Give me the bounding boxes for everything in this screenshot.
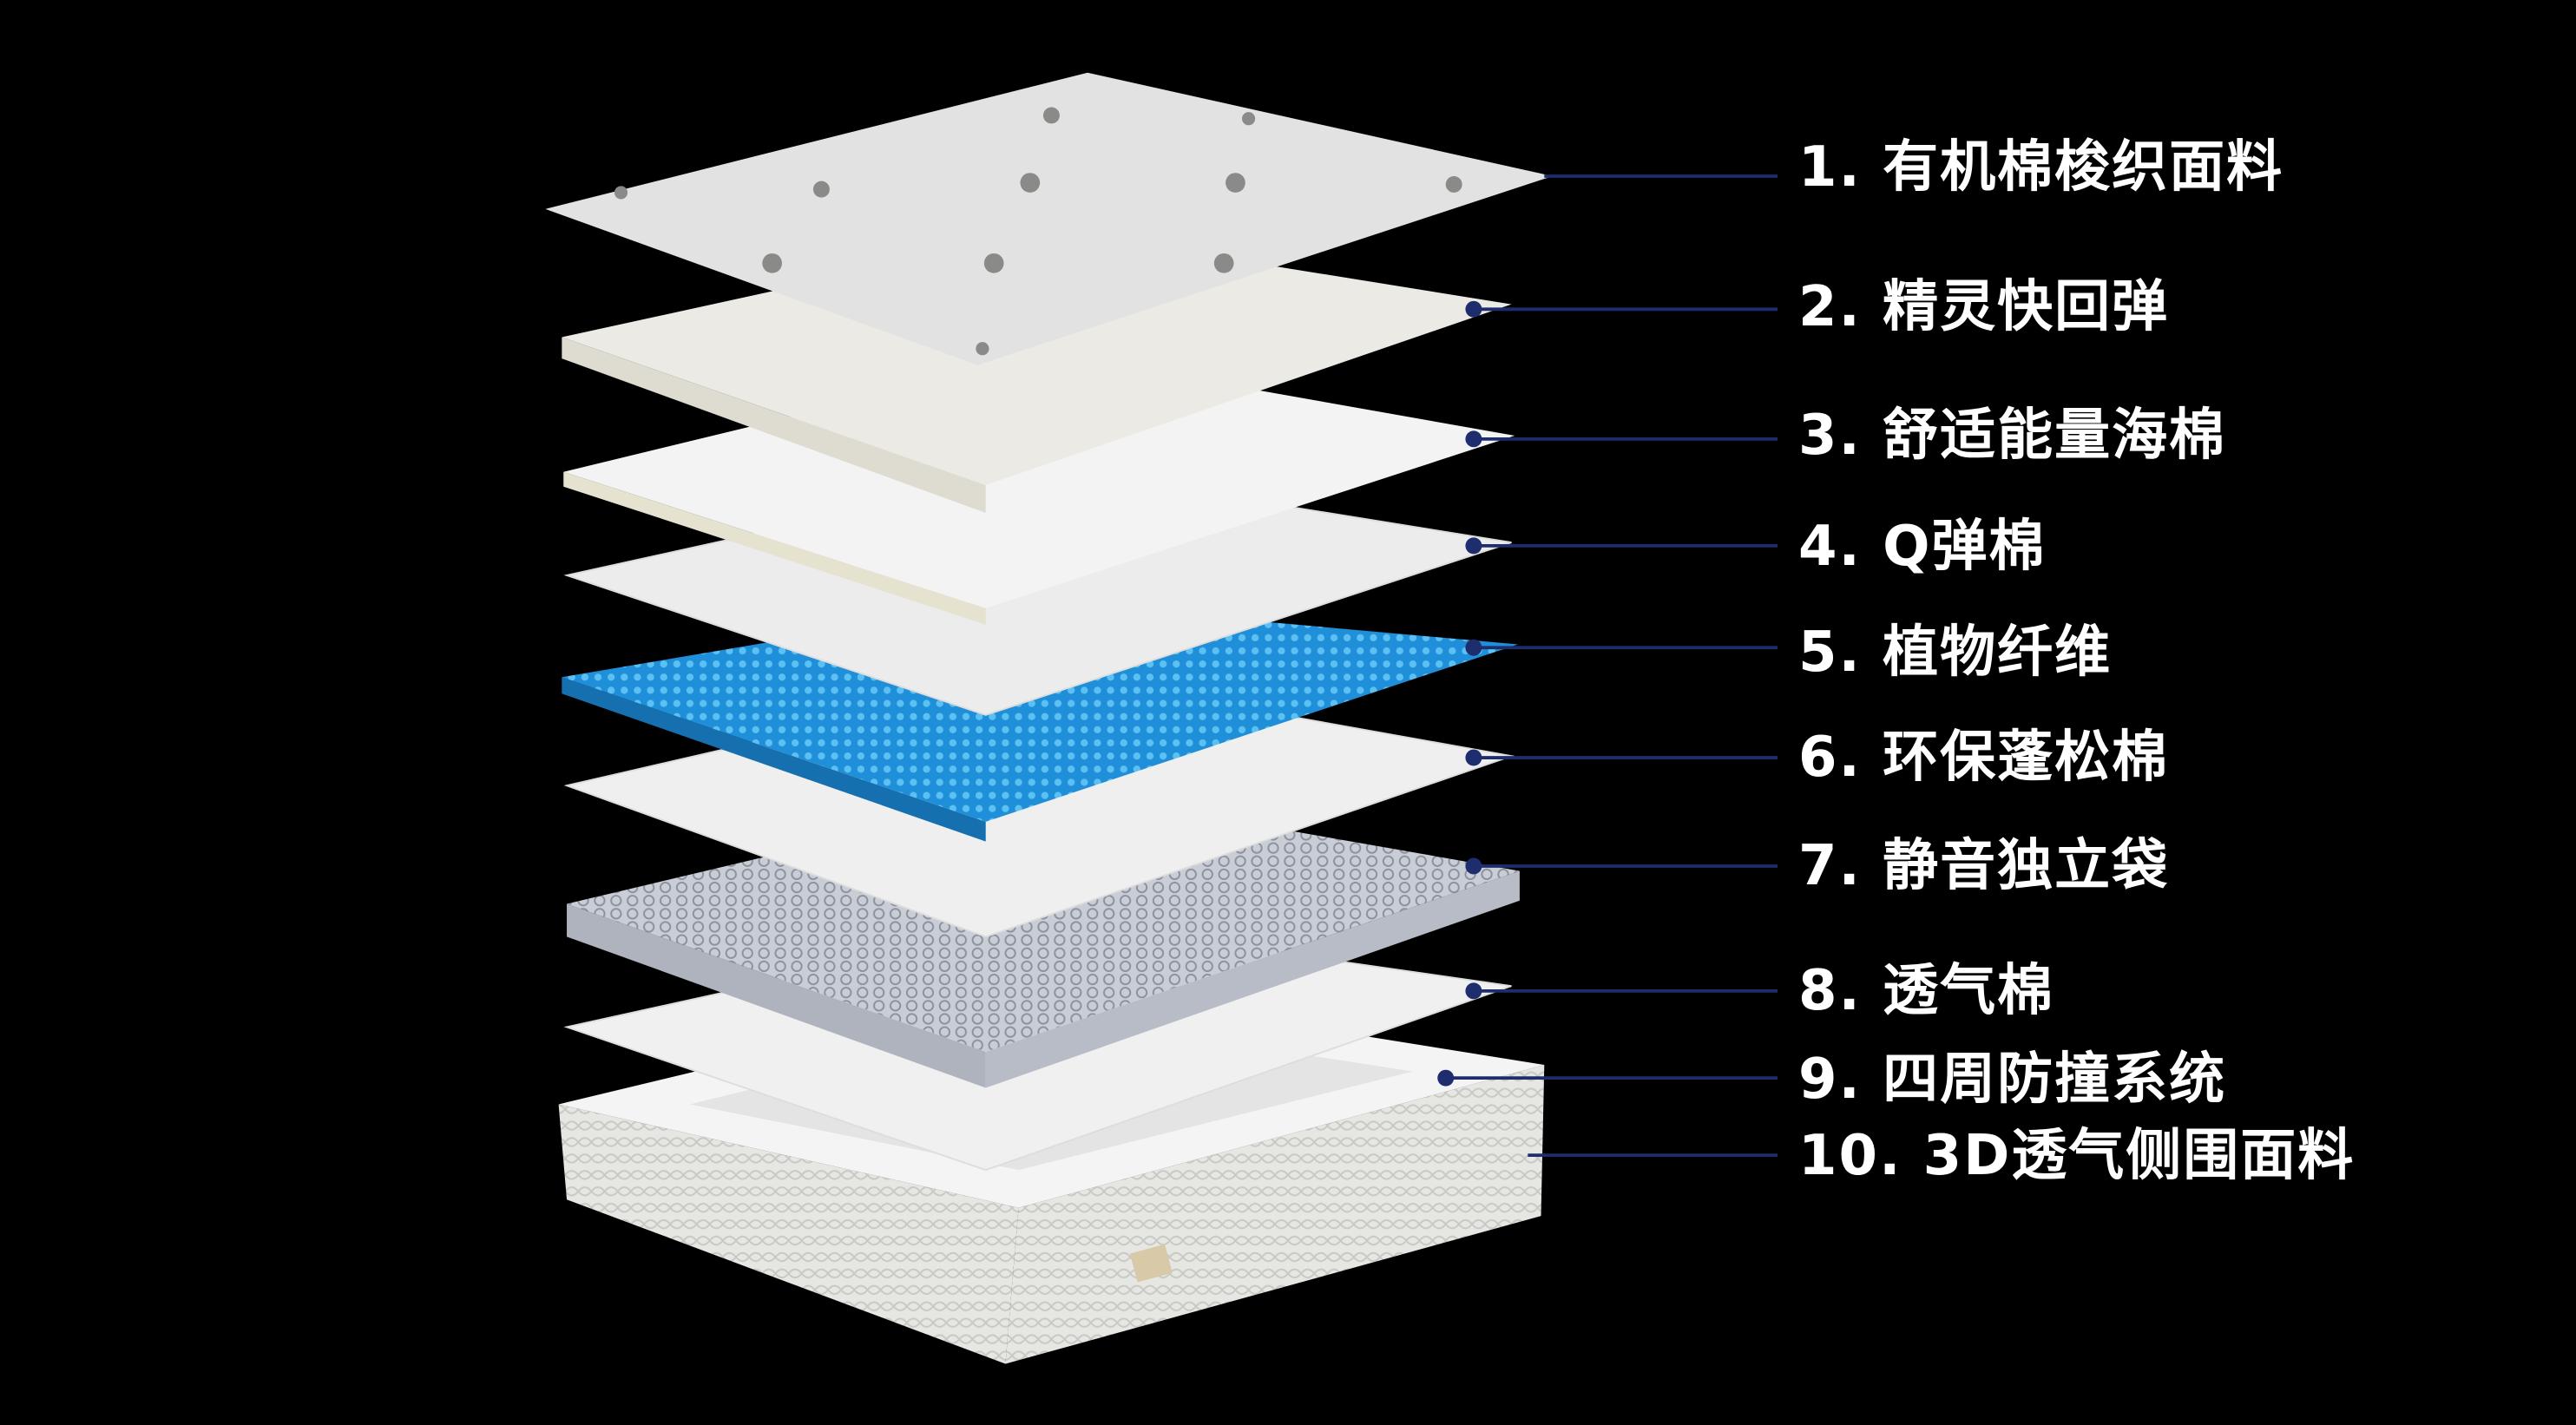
layer-label-3: 3. 舒适能量海棉	[1798, 404, 2227, 468]
layer-1-quilted-top	[545, 72, 1553, 365]
layer-label-7: 7. 静音独立袋	[1798, 834, 2170, 898]
layer-label-10: 10. 3D透气侧围面料	[1798, 1124, 2356, 1188]
layer-label-2: 2. 精灵快回弹	[1798, 275, 2170, 339]
layer-label-6: 6. 环保蓬松棉	[1798, 726, 2170, 790]
layer-label-9: 9. 四周防撞系统	[1798, 1047, 2227, 1112]
leader-lines	[1445, 174, 1778, 1158]
leader-dots	[1437, 300, 1482, 1087]
layer-5-plant-fiber	[562, 600, 1518, 842]
layer-label-8: 8. 透气棉	[1798, 959, 2055, 1023]
layer-label-1: 1. 有机棉梭织面料	[1798, 135, 2284, 200]
layer-label-4: 4. Q弹棉	[1798, 515, 2047, 579]
layer-label-5: 5. 植物纤维	[1798, 621, 2113, 685]
